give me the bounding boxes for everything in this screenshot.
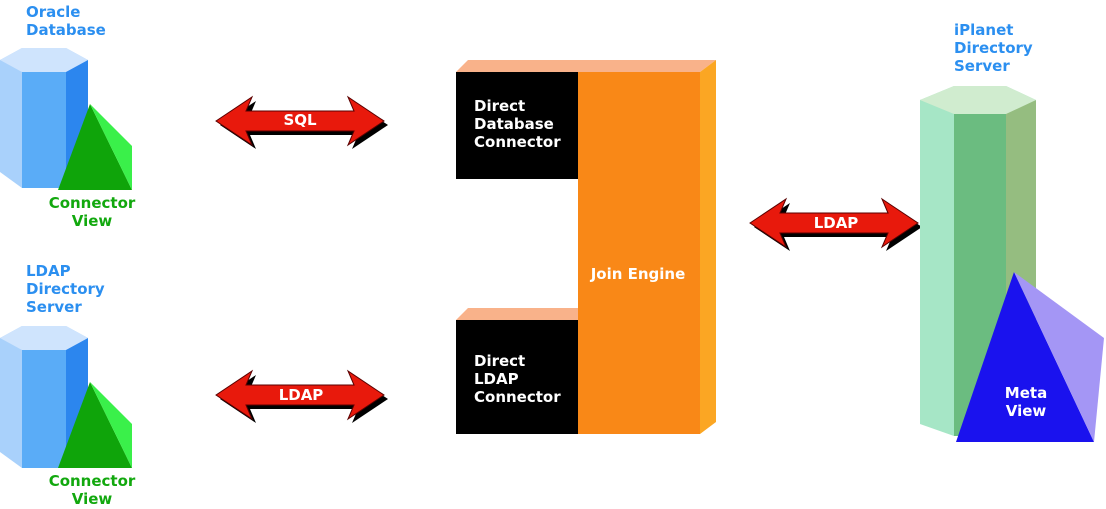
iplanet-directory-server-label: iPlanet Directory Server xyxy=(954,21,1033,75)
join-engine-label: Join Engine xyxy=(590,265,686,283)
direct-database-connector-label: Direct Database Connector xyxy=(474,97,561,151)
ldap-arrow-label: LDAP xyxy=(813,214,859,232)
connector-view-pyramid-icon xyxy=(58,104,132,190)
direct-ldap-connector-box xyxy=(456,320,578,434)
connector-view-pyramid-icon xyxy=(58,382,132,468)
sql-arrow-label: SQL xyxy=(283,111,317,129)
oracle-database-label: Oracle Database xyxy=(26,3,106,39)
direct-ldap-connector-label: Direct LDAP Connector xyxy=(474,352,561,406)
direct-database-connector-box xyxy=(456,72,578,179)
join-engine-block xyxy=(456,60,716,434)
ldap-arrow-label: LDAP xyxy=(278,386,324,404)
meta-view-pyramid-icon xyxy=(956,272,1104,442)
connector-view-label: Connector View xyxy=(48,194,136,230)
connector-view-label: Connector View xyxy=(48,472,136,508)
ldap-directory-server-label: LDAP Directory Server xyxy=(26,262,105,316)
meta-view-label: Meta View xyxy=(1004,384,1048,420)
